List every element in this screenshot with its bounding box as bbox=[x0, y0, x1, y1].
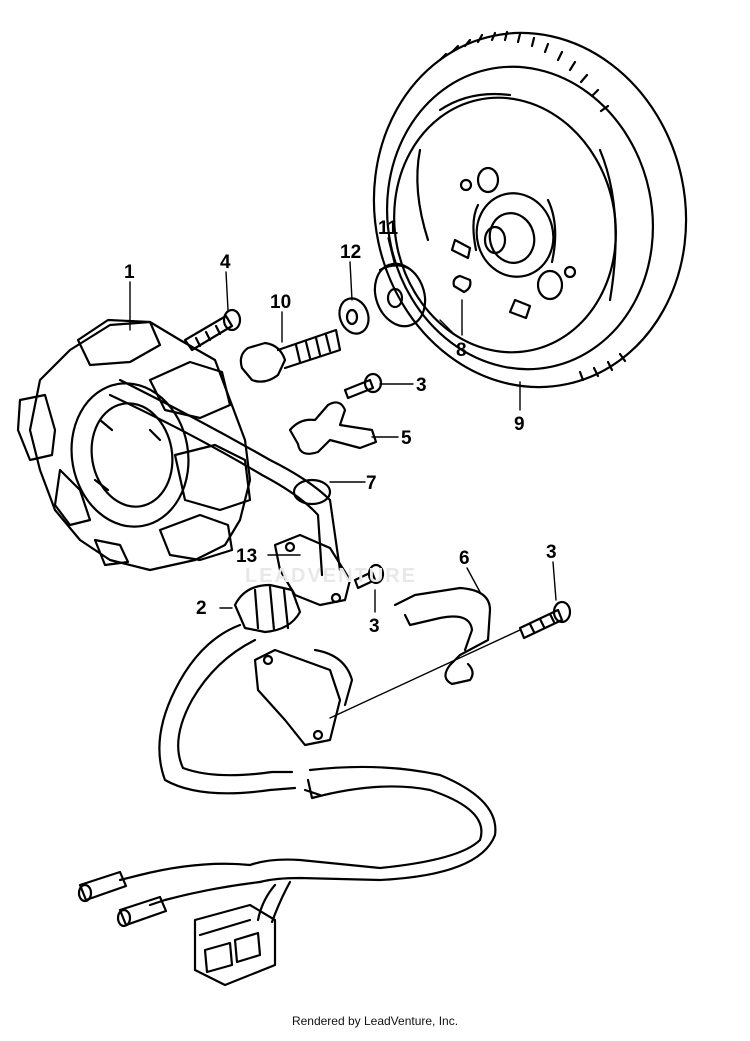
callout-4: 4 bbox=[220, 252, 231, 273]
pulser-bracket bbox=[253, 648, 354, 747]
callout-3-top: 3 bbox=[416, 375, 427, 396]
screw-middle bbox=[353, 563, 385, 590]
mounting-bracket bbox=[393, 586, 492, 686]
callout-9: 9 bbox=[514, 414, 525, 435]
screw-top bbox=[343, 372, 383, 400]
flywheel-bolt bbox=[239, 328, 342, 383]
callout-2: 2 bbox=[196, 598, 207, 619]
callout-labels: 1 2 3 3 3 4 5 6 7 8 9 10 11 12 13 bbox=[124, 218, 557, 637]
callout-5: 5 bbox=[401, 428, 412, 449]
flywheel bbox=[372, 30, 688, 389]
nut bbox=[338, 297, 370, 335]
cable-clamp bbox=[288, 401, 378, 455]
wiring-harness bbox=[77, 378, 497, 987]
callout-1: 1 bbox=[124, 262, 135, 283]
callout-10: 10 bbox=[270, 292, 291, 313]
callout-6: 6 bbox=[459, 548, 470, 569]
callout-7: 7 bbox=[366, 473, 377, 494]
washer bbox=[373, 262, 427, 328]
grommet-plate bbox=[273, 533, 352, 607]
leader-lines bbox=[129, 237, 557, 613]
callout-3-middle: 3 bbox=[369, 616, 380, 637]
callout-11: 11 bbox=[378, 218, 399, 239]
callout-8: 8 bbox=[456, 340, 467, 361]
footer-credit: Rendered by LeadVenture, Inc. bbox=[291, 1014, 459, 1028]
cable-band bbox=[292, 478, 332, 506]
callout-3-right: 3 bbox=[546, 542, 557, 563]
stator bbox=[16, 318, 252, 572]
callout-12: 12 bbox=[340, 242, 361, 263]
callout-13: 13 bbox=[236, 546, 257, 567]
woodruff-key bbox=[452, 274, 472, 294]
stator-bolt bbox=[183, 308, 242, 352]
screw-right bbox=[518, 600, 572, 640]
watermark: LEADVENTURE bbox=[245, 565, 418, 587]
